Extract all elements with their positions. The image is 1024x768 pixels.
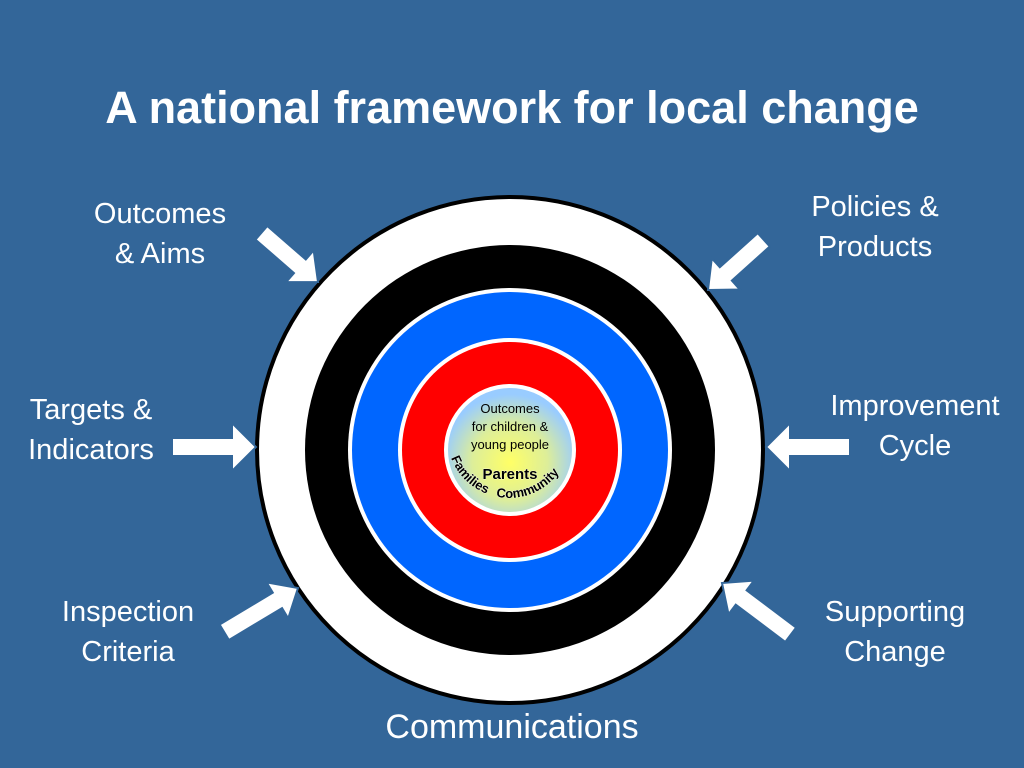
label-communications: Communications [385, 708, 639, 746]
arrow-inspection-criteria [218, 580, 300, 642]
label-policies-products-line-1: Policies & [811, 191, 939, 223]
label-supporting-change-line-2: Change [844, 636, 946, 668]
arrow-policies-products [706, 231, 772, 292]
center-parents: Parents [482, 466, 537, 483]
label-inspection-criteria-line-2: Criteria [81, 636, 175, 668]
label-supporting-change-line-1: Supporting [824, 596, 966, 628]
label-supporting-change: Supporting Change [795, 592, 995, 672]
label-policies-products-line-2: Products [817, 231, 933, 263]
label-improvement-cycle: Improvement Cycle [808, 386, 1022, 466]
label-outcomes-aims-line-1: Outcomes [93, 198, 227, 230]
label-policies-products: Policies & Products [775, 187, 975, 267]
label-outcomes-aims: Outcomes & Aims [60, 194, 260, 274]
arrow-supporting-change [720, 579, 798, 644]
center-bullseye [448, 388, 572, 512]
arrow-improvement-cycle [764, 420, 851, 474]
label-inspection-criteria: Inspection Criteria [28, 592, 228, 672]
label-targets-indicators-line-1: Targets & [29, 394, 153, 426]
center-line-1: Outcomes [480, 401, 540, 416]
slide-title: A national framework for local change [105, 82, 919, 133]
label-improvement-cycle-line-1: Improvement [830, 390, 1000, 422]
label-inspection-criteria-line-1: Inspection [61, 596, 195, 628]
center-line-2: for children & [472, 419, 549, 434]
center-line-3: young people [471, 437, 549, 452]
label-improvement-cycle-line-2: Cycle [878, 430, 952, 462]
label-targets-indicators: Targets & Indicators [0, 390, 182, 470]
arrow-targets-indicators [171, 420, 258, 474]
label-targets-indicators-line-2: Indicators [28, 434, 154, 466]
label-outcomes-aims-line-2: & Aims [114, 238, 206, 270]
arrow-outcomes-aims [254, 224, 320, 284]
